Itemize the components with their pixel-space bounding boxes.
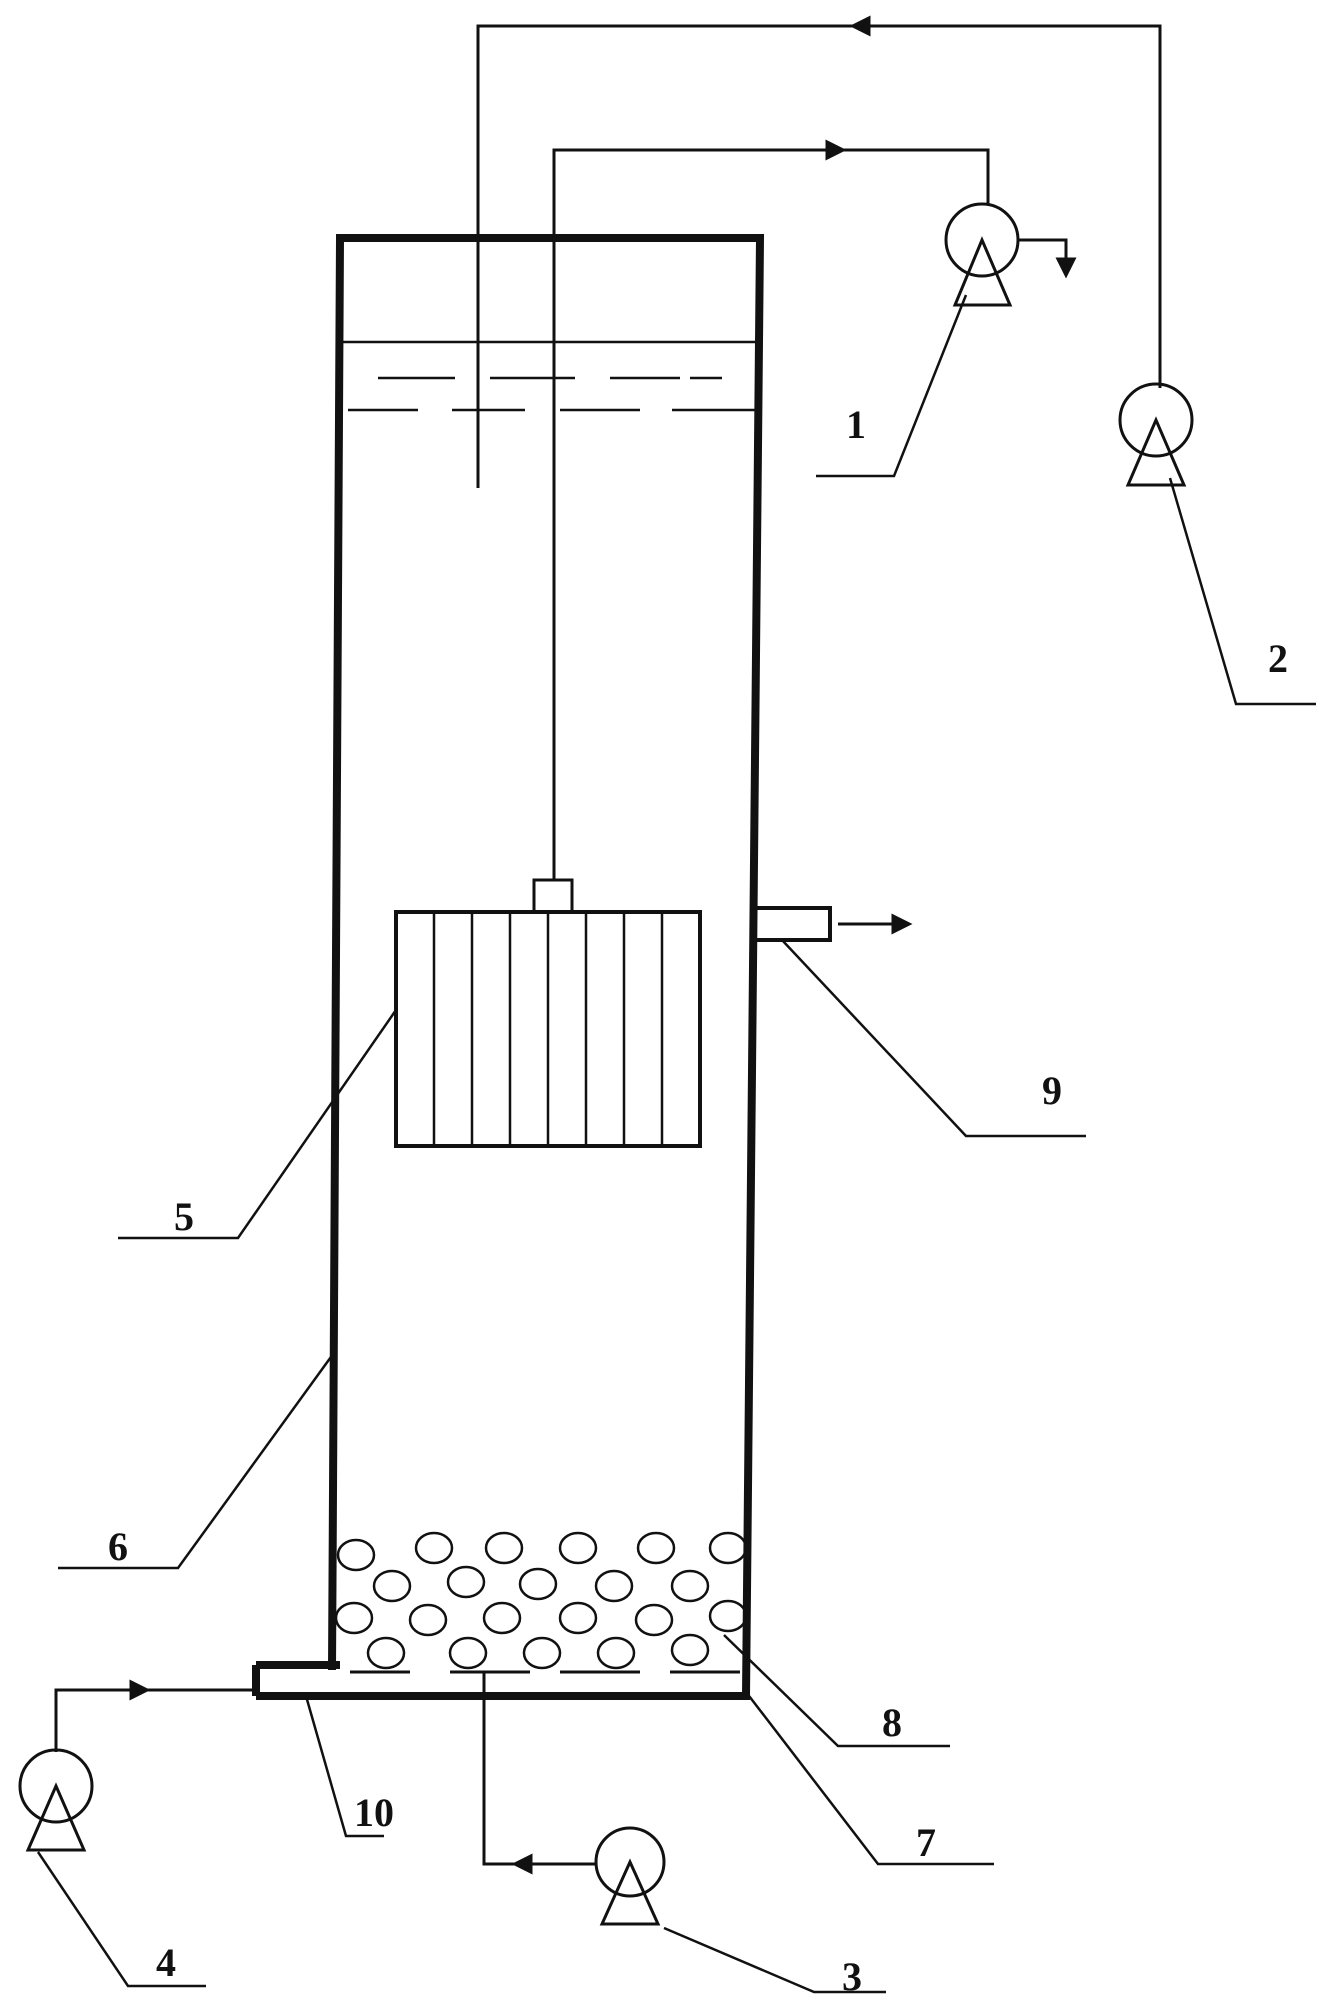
label-9: 9 [1042,1068,1062,1113]
label-6: 6 [108,1524,128,1569]
pump-4-icon [18,1748,94,1852]
water-level [342,340,756,412]
label-3: 3 [842,1954,862,1997]
label-8: 8 [882,1700,902,1745]
label-5: 5 [174,1194,194,1239]
carrier-media [334,1531,748,1670]
pump-2-icon [1118,382,1194,487]
pump-3-icon [594,1826,666,1926]
label-1: 1 [846,402,866,447]
influent-pipe [54,1679,256,1752]
label-10: 10 [354,1790,394,1835]
membrane-module [394,878,702,1148]
overflow-outlet [752,906,913,942]
reactor-tank [252,234,765,1700]
leader-lines [36,294,1316,1994]
label-7: 7 [916,1820,936,1865]
label-2: 2 [1268,636,1288,681]
pump-1-icon [944,202,1020,307]
recycle-pipe [476,15,1162,488]
sludge-pipe [482,1672,596,1875]
effluent-pipe [552,139,1077,880]
label-4: 4 [156,1940,176,1985]
callout-labels: 1 2 5 6 8 7 9 10 4 3 [108,402,1288,1997]
